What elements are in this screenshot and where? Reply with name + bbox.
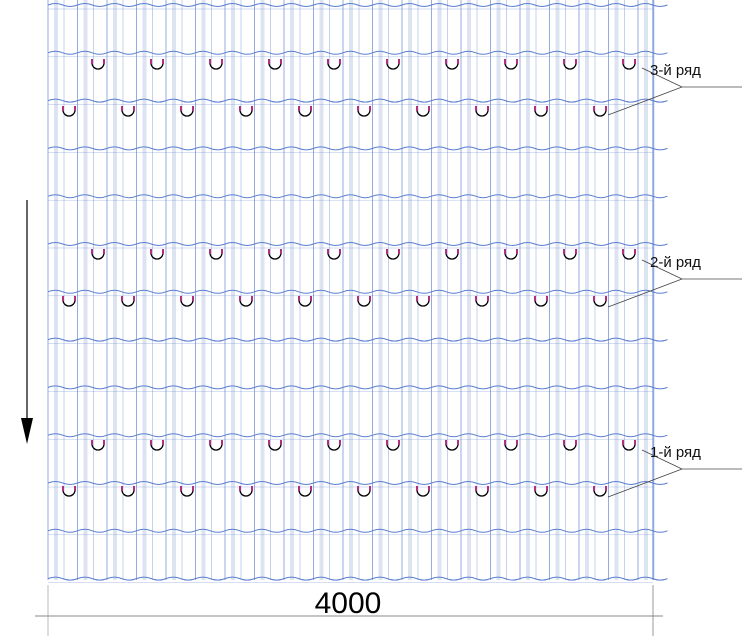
clip-icon bbox=[445, 59, 459, 70]
clip-icon bbox=[534, 296, 548, 307]
tile-step-wave bbox=[47, 3, 668, 7]
clip-icon bbox=[62, 486, 76, 497]
clips bbox=[62, 59, 636, 497]
clip-icon bbox=[622, 440, 636, 451]
clip-icon bbox=[268, 249, 282, 260]
clip-icon bbox=[416, 106, 430, 117]
tile-step-wave bbox=[47, 481, 668, 485]
clip-icon bbox=[504, 440, 518, 451]
clip-icon bbox=[62, 106, 76, 117]
clip-icon bbox=[593, 296, 607, 307]
clip-icon bbox=[209, 440, 223, 451]
clip-icon bbox=[622, 59, 636, 70]
clip-icon bbox=[91, 249, 105, 260]
tile-step-wave bbox=[47, 433, 668, 438]
clip-icon bbox=[504, 59, 518, 70]
clip-icon bbox=[298, 486, 312, 497]
clip-icon bbox=[327, 59, 341, 70]
clip-icon bbox=[239, 486, 253, 497]
clip-icon bbox=[475, 486, 489, 497]
row-label: 2-й ряд bbox=[607, 254, 742, 308]
clip-icon bbox=[209, 59, 223, 70]
tile-step-wave bbox=[47, 385, 668, 390]
clip-icon bbox=[268, 59, 282, 70]
clip-icon bbox=[534, 486, 548, 497]
clip-icon bbox=[563, 440, 577, 451]
clip-icon bbox=[91, 59, 105, 70]
clip-icon bbox=[563, 59, 577, 70]
row-label-text: 2-й ряд bbox=[650, 254, 701, 271]
clip-icon bbox=[239, 106, 253, 117]
clip-icon bbox=[239, 296, 253, 307]
tile-step-wave bbox=[47, 337, 668, 342]
tile-step-wave bbox=[47, 194, 668, 199]
row-labels: 3-й ряд 2-й ряд 1-й ряд bbox=[607, 62, 742, 498]
clip-icon bbox=[386, 249, 400, 260]
clip-icon bbox=[298, 106, 312, 117]
tile-step-wave bbox=[47, 528, 668, 533]
dimension-value: 4000 bbox=[315, 587, 382, 620]
clip-icon bbox=[593, 486, 607, 497]
clip-icon bbox=[416, 296, 430, 307]
clip-icon bbox=[62, 296, 76, 307]
clip-icon bbox=[534, 106, 548, 117]
tile-sheet bbox=[47, 0, 668, 583]
clip-icon bbox=[563, 249, 577, 260]
tile-step-wave bbox=[47, 242, 668, 246]
row-label-text: 1-й ряд bbox=[650, 444, 701, 461]
clip-icon bbox=[150, 249, 164, 260]
clip-icon bbox=[357, 296, 371, 307]
tile-step-wave bbox=[47, 98, 668, 103]
clip-icon bbox=[121, 296, 135, 307]
row-label-text: 3-й ряд bbox=[650, 62, 701, 79]
clip-icon bbox=[475, 106, 489, 117]
tile-step-wave bbox=[47, 50, 668, 55]
clip-icon bbox=[386, 440, 400, 451]
clip-icon bbox=[357, 106, 371, 117]
clip-icon bbox=[445, 249, 459, 260]
clip-icon bbox=[445, 440, 459, 451]
clip-icon bbox=[209, 249, 223, 260]
clip-icon bbox=[150, 440, 164, 451]
row-label: 3-й ряд bbox=[607, 62, 742, 116]
clip-icon bbox=[327, 249, 341, 260]
clip-icon bbox=[327, 440, 341, 451]
clip-icon bbox=[121, 486, 135, 497]
clip-icon bbox=[416, 486, 430, 497]
clip-icon bbox=[180, 106, 194, 117]
clip-icon bbox=[150, 59, 164, 70]
clip-icon bbox=[475, 296, 489, 307]
clip-icon bbox=[91, 440, 105, 451]
row-label: 1-й ряд bbox=[607, 444, 742, 498]
clip-icon bbox=[622, 249, 636, 260]
clip-icon bbox=[268, 440, 282, 451]
tile-step-wave bbox=[47, 289, 668, 294]
tile-step-wave bbox=[47, 576, 668, 581]
clip-icon bbox=[357, 486, 371, 497]
clip-icon bbox=[121, 106, 135, 117]
clip-icon bbox=[180, 486, 194, 497]
clip-icon bbox=[504, 249, 518, 260]
clip-icon bbox=[180, 296, 194, 307]
dimension-line: 4000 bbox=[35, 585, 663, 636]
clip-icon bbox=[386, 59, 400, 70]
clip-icon bbox=[298, 296, 312, 307]
clip-icon bbox=[593, 106, 607, 117]
direction-arrow bbox=[21, 200, 33, 444]
tile-step-wave bbox=[47, 146, 668, 151]
